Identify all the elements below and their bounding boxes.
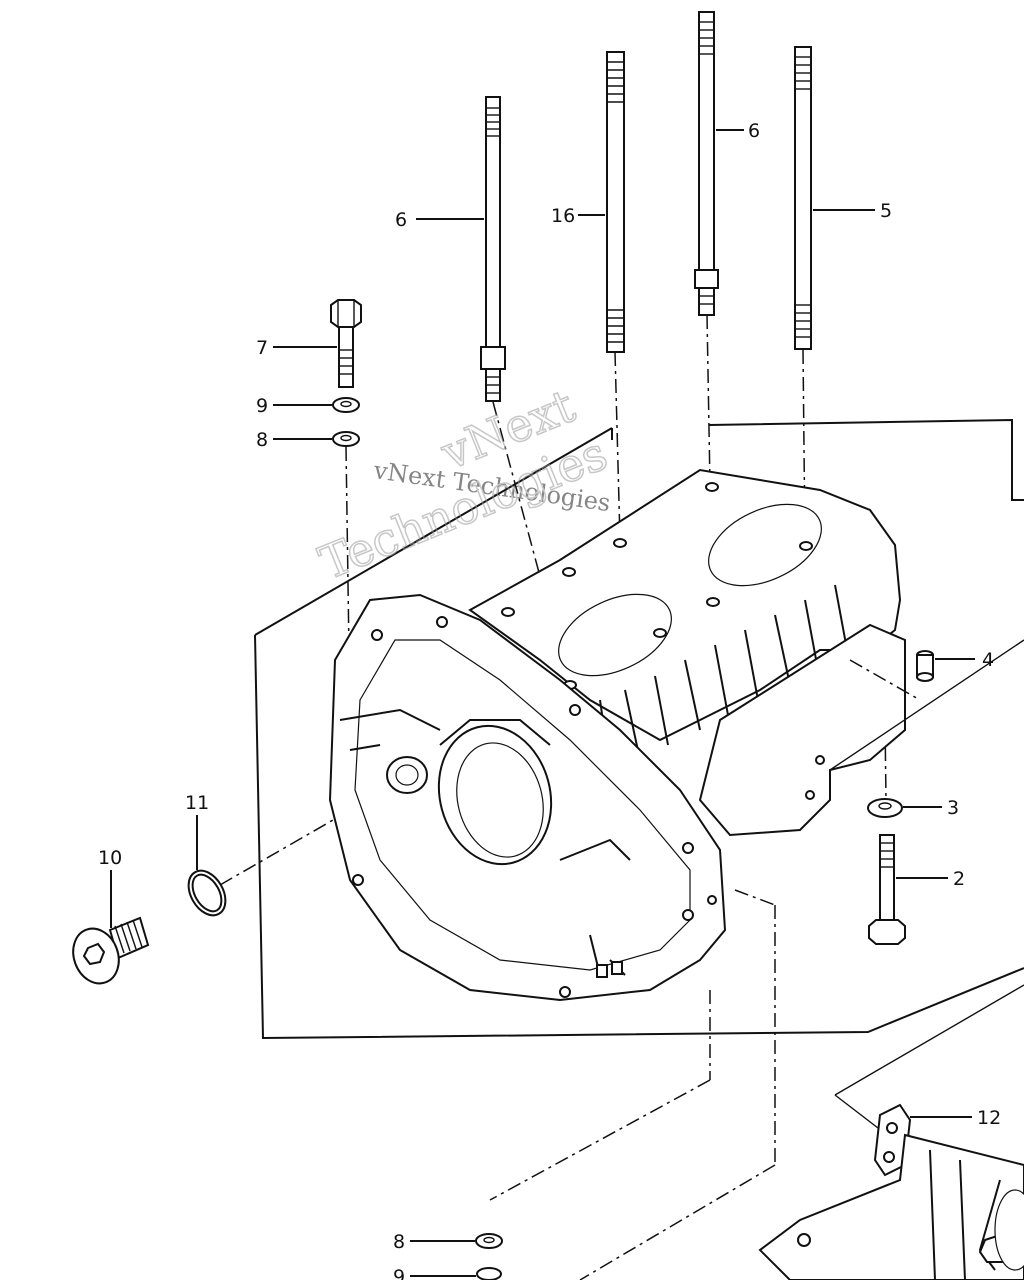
callout-9-bottom: 9 — [393, 1266, 405, 1280]
stud-6-left — [480, 96, 506, 402]
callout-6-right: 6 — [748, 120, 760, 142]
stud-5 — [794, 46, 812, 350]
washer-9-bottom — [476, 1267, 502, 1280]
starter-boundary-top — [834, 984, 1024, 1096]
axis-stud-16 — [614, 351, 621, 541]
o-ring-11 — [187, 869, 227, 917]
boundary-slope — [829, 639, 1024, 771]
washer-8-top — [332, 431, 360, 447]
assembly-boundary — [254, 418, 1024, 1040]
stud-16 — [606, 51, 625, 353]
crankcase — [328, 468, 906, 1002]
callout-4: 4 — [982, 649, 994, 671]
callout-9-top: 9 — [256, 395, 268, 417]
callout-5: 5 — [880, 200, 892, 222]
dowel-pin-4 — [916, 650, 934, 682]
axis-bottom-top — [734, 889, 776, 906]
washer-3 — [867, 798, 903, 818]
callout-11: 11 — [185, 792, 209, 814]
stud-6-right — [694, 11, 719, 316]
drain-plug-10 — [72, 916, 150, 985]
axis-bottom-right-diag — [579, 1164, 776, 1280]
washer-9-top — [332, 397, 360, 413]
axis-stud-6-left — [492, 401, 569, 681]
callout-8-bottom: 8 — [393, 1231, 405, 1253]
axis-dowel-4 — [849, 659, 921, 701]
washer-8-bottom — [475, 1233, 503, 1249]
callout-10: 10 — [98, 847, 122, 869]
callout-7: 7 — [256, 337, 268, 359]
axis-bottom-diag — [489, 1079, 711, 1201]
starter-partial — [758, 1133, 1024, 1280]
axis-stud-6-right — [706, 314, 711, 486]
callout-16: 16 — [551, 205, 575, 227]
leader-lines — [110, 129, 975, 1277]
callout-12: 12 — [977, 1107, 1001, 1129]
callout-2: 2 — [953, 868, 965, 890]
callout-3: 3 — [947, 797, 959, 819]
bolt-2 — [868, 834, 906, 945]
callout-8-top: 8 — [256, 429, 268, 451]
starter-boundary-left — [834, 1094, 879, 1129]
bolt-7 — [330, 299, 362, 388]
callout-6-left: 6 — [395, 209, 407, 231]
